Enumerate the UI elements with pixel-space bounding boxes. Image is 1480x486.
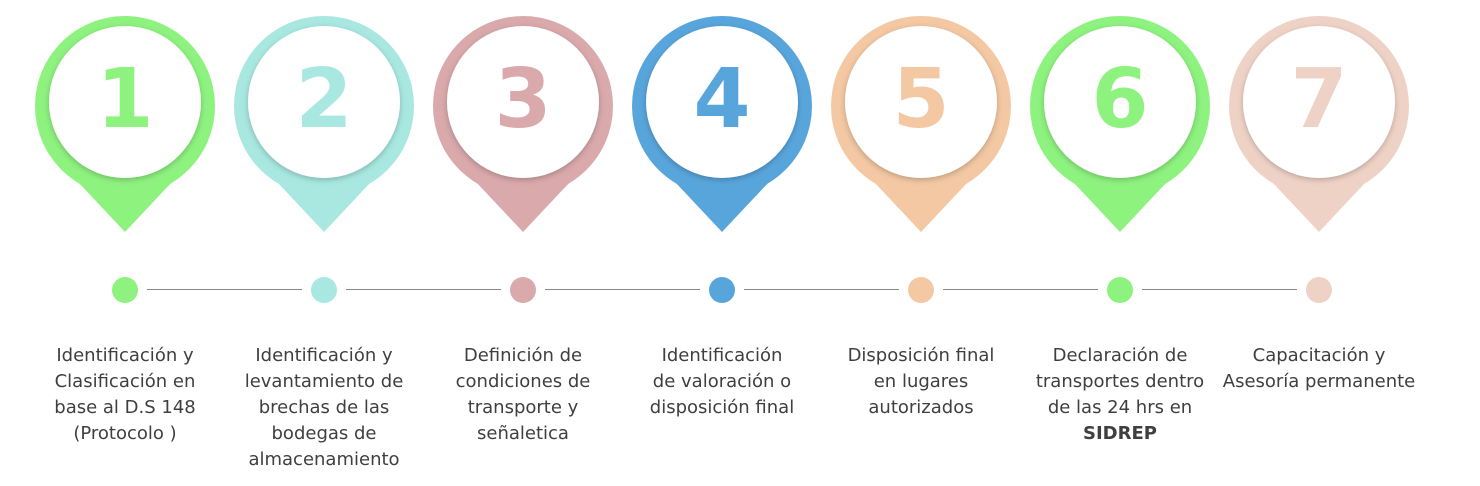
timeline-connector	[1142, 289, 1297, 290]
map-pin-icon: 4	[632, 16, 812, 234]
map-pin-icon: 5	[831, 16, 1011, 234]
timeline-dot	[311, 277, 337, 303]
step-label-line: de valoración o	[652, 371, 792, 392]
step-label-emphasis: SIDREP	[1083, 423, 1157, 444]
step-label: Identificación y Clasificación en base al …	[25, 343, 225, 447]
step-label-line: Declaración de	[1052, 345, 1188, 366]
step-label-line: levantamiento de	[244, 371, 404, 392]
step-label: Identificación y levantamiento de brechas …	[224, 343, 424, 473]
step-label-line: de las 24 hrs en	[1047, 397, 1193, 418]
pin-face	[1243, 26, 1395, 178]
step-label-line: en lugares	[873, 371, 969, 392]
step-label-line: Disposición final	[847, 345, 995, 366]
timeline-dot	[1107, 277, 1133, 303]
step-number: 3	[494, 52, 552, 147]
step-label-line: Capacitación y	[1252, 345, 1386, 366]
step-number: 7	[1290, 52, 1348, 147]
step-number: 1	[96, 52, 154, 147]
map-pin-icon: 1	[35, 16, 215, 234]
step-label: Definición de condiciones de transporte y s…	[423, 343, 623, 447]
timeline-dot	[1306, 277, 1332, 303]
step-label: Capacitación y Asesoría permanente	[1219, 343, 1419, 395]
map-pin-icon: 7	[1229, 16, 1409, 234]
step-label-line: transporte y	[467, 397, 579, 418]
step-label-line: (Protocolo )	[73, 423, 177, 444]
step-label-line: Identificación	[661, 345, 783, 366]
step-number: 6	[1091, 52, 1149, 147]
timeline-connector	[545, 289, 700, 290]
step-label: Disposición final en lugares autorizados	[821, 343, 1021, 421]
step-label-line: condiciones de	[455, 371, 591, 392]
step-label-line: brechas de las	[258, 397, 390, 418]
step-label-line: Definición de	[463, 345, 583, 366]
pin-face	[49, 26, 201, 178]
step-label-line: bodegas de	[271, 423, 377, 444]
timeline-connector	[147, 289, 302, 290]
step-label-line: base al D.S 148	[54, 397, 196, 418]
step-label-line: transportes dentro	[1035, 371, 1205, 392]
step-label-line: disposición final	[649, 397, 795, 418]
pin-face	[248, 26, 400, 178]
map-pin-icon: 6	[1030, 16, 1210, 234]
step-label-line: Identificación y	[255, 345, 393, 366]
step-label-line: almacenamiento	[248, 449, 400, 470]
step-label-line: Asesoría permanente	[1222, 371, 1416, 392]
timeline-dot	[112, 277, 138, 303]
pin-face	[447, 26, 599, 178]
step-label-line: autorizados	[868, 397, 974, 418]
step-label: Identificación de valoración o disposición…	[622, 343, 822, 421]
map-pin-icon: 3	[433, 16, 613, 234]
step-label-line: Identificación y	[56, 345, 194, 366]
timeline-connector	[943, 289, 1098, 290]
step-number: 4	[693, 52, 751, 147]
timeline-dot	[908, 277, 934, 303]
step-label-line: Clasificación en	[54, 371, 196, 392]
step-number: 2	[295, 52, 353, 147]
step-label: Declaración de transportes dentro de las 2…	[1020, 343, 1220, 447]
map-pin-icon: 2	[234, 16, 414, 234]
timeline-connector	[744, 289, 899, 290]
timeline-dot	[709, 277, 735, 303]
step-number: 5	[892, 52, 950, 147]
timeline-connector	[346, 289, 501, 290]
step-label-line: señaletica	[477, 423, 569, 444]
pin-face	[646, 26, 798, 178]
pin-face	[1044, 26, 1196, 178]
timeline-dot	[510, 277, 536, 303]
pin-face	[845, 26, 997, 178]
